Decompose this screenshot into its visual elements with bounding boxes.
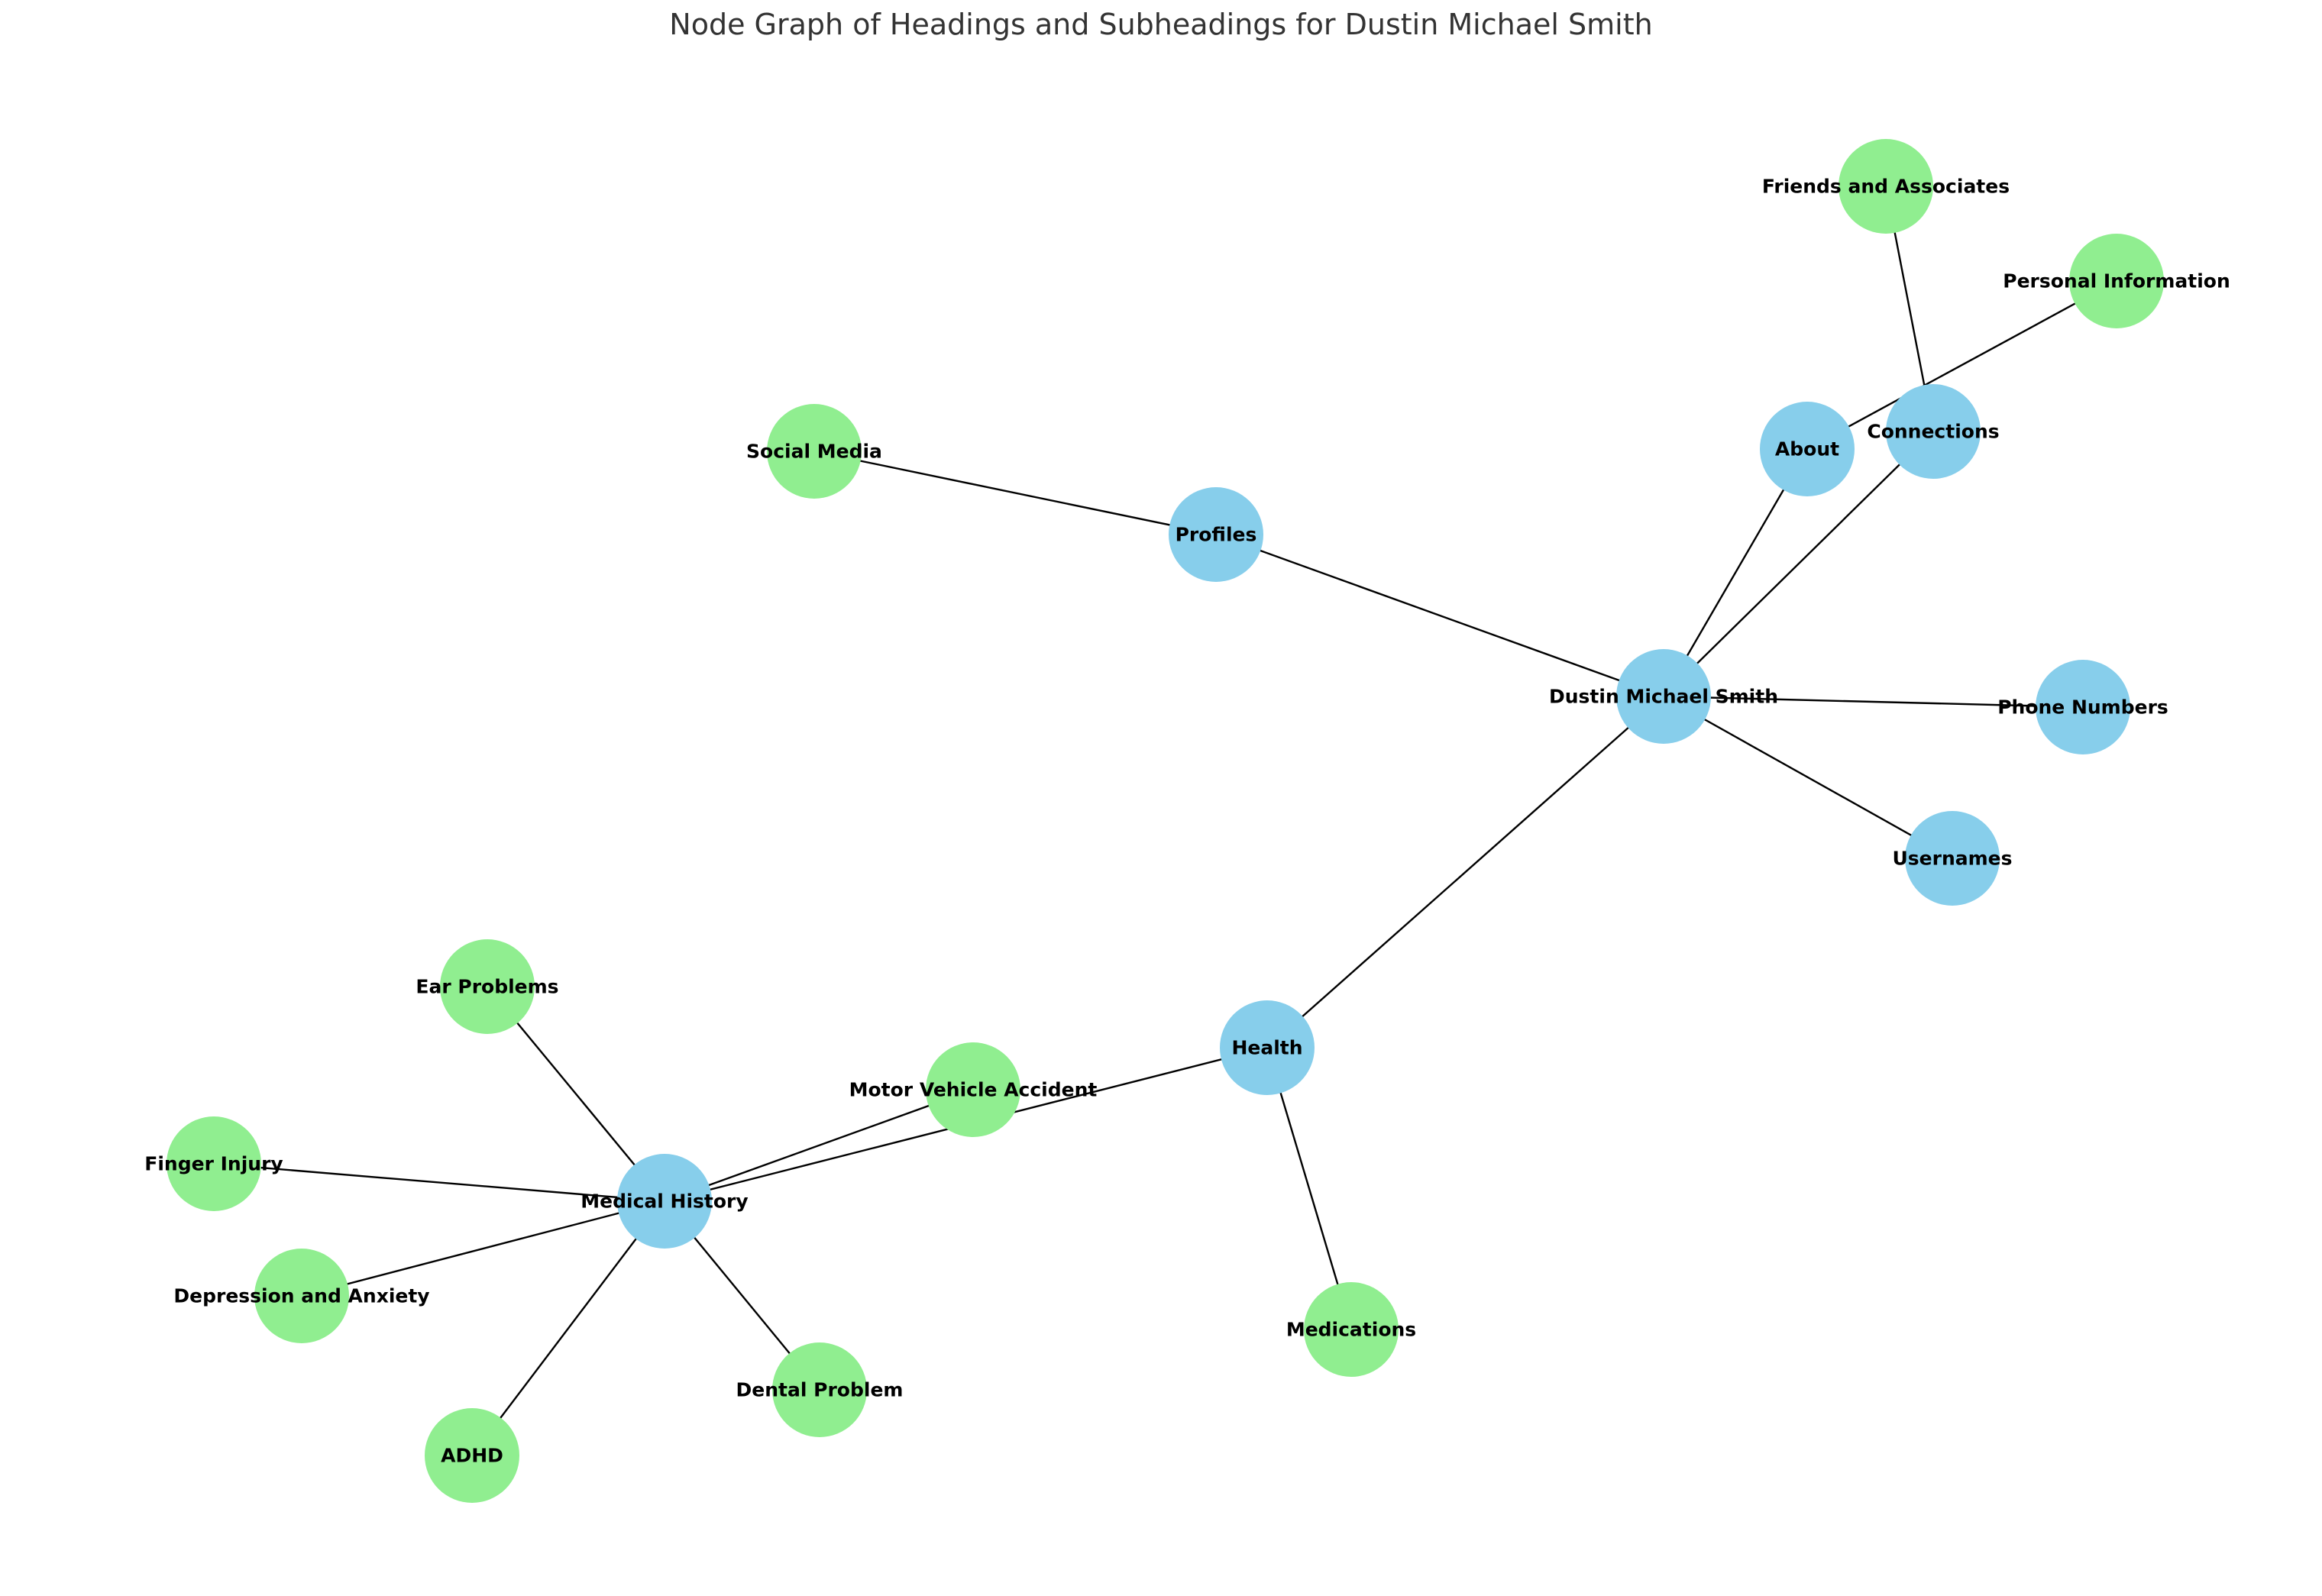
node-circle-phone <box>2036 660 2130 754</box>
node-prof <box>1169 487 1263 582</box>
edge-root-prof <box>1215 533 1664 698</box>
node-finger <box>167 1116 261 1211</box>
node-label-adhd: ADHD <box>441 1445 503 1467</box>
node-circle-prof <box>1169 487 1263 582</box>
node-label-mva: Motor Vehicle Accident <box>849 1079 1098 1101</box>
node-health <box>1220 1000 1315 1095</box>
node-circle-friends <box>1839 139 1933 234</box>
node-label-user: Usernames <box>1892 848 2012 870</box>
node-circle-pinfo <box>2069 234 2164 328</box>
node-circle-dental <box>772 1342 867 1437</box>
edge-medh-dep <box>301 1200 665 1297</box>
node-label-pinfo: Personal Information <box>2003 270 2230 292</box>
node-circle-root <box>1616 649 1711 744</box>
edge-root-about <box>1662 448 1809 697</box>
node-circle-medh <box>617 1154 712 1249</box>
node-dep <box>254 1249 349 1343</box>
edge-about-pinfo <box>1806 279 2117 451</box>
page-title: Node Graph of Headings and Subheadings f… <box>669 8 1653 41</box>
node-dental <box>772 1342 867 1437</box>
node-circle-health <box>1220 1000 1315 1095</box>
node-circle-finger <box>167 1116 261 1211</box>
node-label-friends: Friends and Associates <box>1762 176 2010 198</box>
edge-root-health <box>1266 696 1664 1048</box>
node-label-root: Dustin Michael Smith <box>1549 686 1778 708</box>
node-circle-meds <box>1304 1282 1399 1377</box>
node-medh <box>617 1154 712 1249</box>
node-label-health: Health <box>1231 1037 1302 1059</box>
edge-medh-finger <box>213 1162 665 1203</box>
node-friends <box>1839 139 1933 234</box>
node-user <box>1905 811 2000 906</box>
node-label-meds: Medications <box>1286 1319 1416 1341</box>
node-label-medh: Medical History <box>580 1191 748 1213</box>
node-circle-user <box>1905 811 2000 906</box>
node-label-finger: Finger Injury <box>144 1153 283 1175</box>
node-label-phone: Phone Numbers <box>1997 696 2168 719</box>
edges-layer <box>213 186 2117 1456</box>
node-adhd <box>425 1408 519 1503</box>
node-about <box>1760 402 1855 496</box>
node-label-dep: Depression and Anxiety <box>173 1285 429 1307</box>
node-pinfo <box>2069 234 2164 328</box>
node-ear <box>440 939 535 1034</box>
node-circle-social <box>767 404 862 499</box>
edge-prof-social <box>813 450 1217 536</box>
node-circle-conn <box>1886 384 1981 479</box>
edge-root-phone <box>1663 695 2084 709</box>
edge-root-conn <box>1663 431 1934 697</box>
node-circle-mva <box>926 1042 1020 1137</box>
edge-medh-adhd <box>471 1200 665 1456</box>
edge-health-meds <box>1266 1047 1353 1330</box>
node-social <box>767 404 862 499</box>
node-circle-dep <box>254 1249 349 1343</box>
node-circle-adhd <box>425 1408 519 1503</box>
edge-root-user <box>1663 695 1953 860</box>
node-label-prof: Profiles <box>1176 524 1257 546</box>
node-root <box>1616 649 1711 744</box>
node-meds <box>1304 1282 1399 1377</box>
node-label-ear: Ear Problems <box>416 976 558 998</box>
node-phone <box>2036 660 2130 754</box>
nodes-layer: Dustin Michael Smith About ConnectionsProf… <box>144 139 2230 1503</box>
node-label-social: Social Media <box>746 441 882 463</box>
node-circle-about <box>1760 402 1855 496</box>
node-label-conn: Connections <box>1867 421 1999 443</box>
node-conn <box>1886 384 1981 479</box>
node-circle-ear <box>440 939 535 1034</box>
node-label-about: About <box>1775 438 1839 460</box>
node-mva <box>926 1042 1020 1137</box>
edge-medh-mva <box>664 1088 974 1203</box>
node-label-dental: Dental Problem <box>736 1379 904 1401</box>
